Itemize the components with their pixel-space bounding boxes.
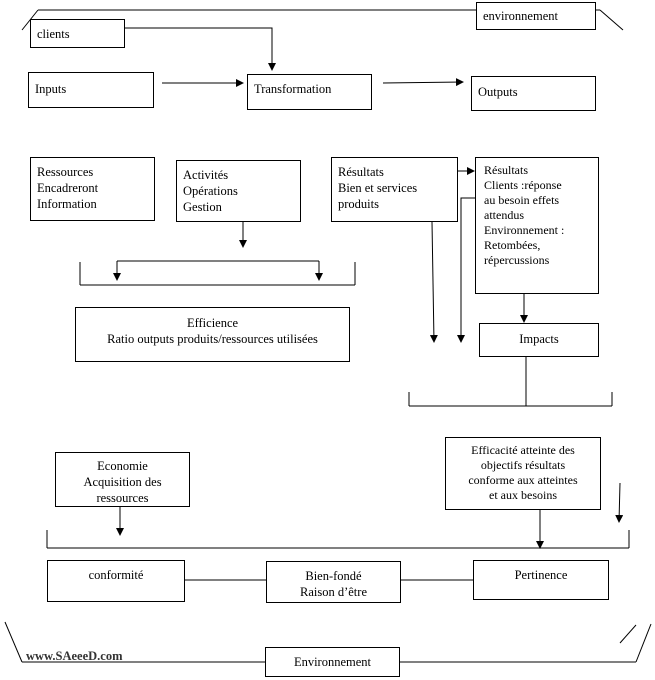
economie-box: Economie Acquisition des ressources bbox=[55, 452, 190, 507]
efficacite-box: Efficacité atteinte des objectifs résult… bbox=[445, 437, 601, 510]
conformite-box: conformité bbox=[47, 560, 185, 602]
impacts-box: Impacts bbox=[479, 323, 599, 357]
inputs-box: Inputs bbox=[28, 72, 154, 108]
outputs-box: Outputs bbox=[471, 76, 596, 111]
transformation-to-outputs-arrow bbox=[382, 78, 464, 87]
efficience-bracket bbox=[79, 260, 356, 286]
bien-fonde-box: Bien-fondé Raison d’être bbox=[266, 561, 401, 603]
activites-box: Activités Opérations Gestion bbox=[176, 160, 301, 222]
clients-to-transformation-arrow bbox=[124, 27, 276, 71]
watermark-text: www.SAeeeD.com bbox=[26, 649, 123, 663]
clients-box: clients bbox=[30, 19, 125, 48]
ressources-box: Ressources Encadreront Information bbox=[30, 157, 155, 221]
resultats-biens-box: Résultats Bien et services produits bbox=[331, 157, 458, 222]
evaluation-bracket bbox=[46, 530, 630, 549]
environment-top-label: environnement bbox=[476, 2, 596, 30]
resultats-clients-box: Résultats Clients :réponse au besoin eff… bbox=[475, 157, 599, 294]
impacts-bracket bbox=[408, 357, 613, 407]
resultats-clients-left-arrow bbox=[457, 197, 475, 343]
environment-bottom-label: Environnement bbox=[265, 647, 400, 677]
efficience-box: Efficience Ratio outputs produits/ressou… bbox=[75, 307, 350, 362]
transformation-box: Transformation bbox=[247, 74, 372, 110]
resultats-down-arrow bbox=[429, 221, 438, 343]
pertinence-box: Pertinence bbox=[473, 560, 609, 600]
right-down-arrow bbox=[615, 482, 624, 523]
